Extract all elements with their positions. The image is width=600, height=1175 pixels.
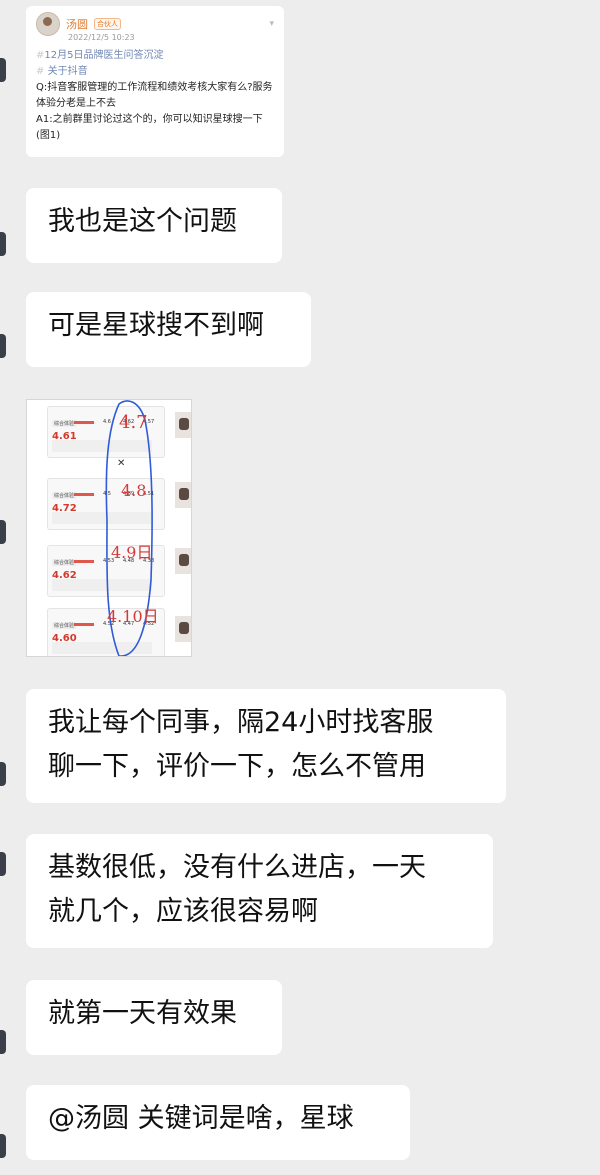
thumbnail — [175, 548, 191, 574]
chat-message-bubble[interactable]: 我让每个同事，隔24小时找客服 聊一下，评价一下，怎么不管用 — [26, 689, 506, 803]
image-message[interactable]: 综合体验 4.61 4.6 4.62 4.57 综合体验 4.72 4.5 4.… — [26, 399, 192, 657]
avatar[interactable] — [0, 520, 6, 544]
svg-text:4.7: 4.7 — [119, 412, 148, 433]
rating-panel: 综合体验 4.62 4.53 4.48 4.38 — [47, 545, 165, 597]
chevron-down-icon[interactable]: ▾ — [269, 19, 274, 29]
avatar[interactable] — [0, 1030, 6, 1054]
chat-message-bubble[interactable]: @汤圆 关键词是啥，星球 — [26, 1085, 410, 1160]
rating-panel: 综合体验 4.61 4.6 4.62 4.57 — [47, 406, 165, 458]
post-time: 2022/12/5 10:23 — [68, 33, 135, 42]
thumbnail — [175, 412, 191, 438]
hashtag[interactable]: #12月5日品牌医生问答沉淀 — [36, 50, 164, 61]
avatar[interactable] — [0, 852, 6, 876]
thumbnail — [175, 482, 191, 508]
rating-panel: 综合体验 4.60 4.52 4.47 4.52 — [47, 608, 165, 656]
svg-text:✕: ✕ — [117, 458, 125, 469]
author-name: 汤圆 — [66, 18, 88, 31]
chat-message-bubble[interactable]: 我也是这个问题 — [26, 188, 282, 263]
answer-text: A1:之前群里讨论过这个的，你可以知识星球搜一下 (图1) — [36, 114, 263, 141]
stars-icon — [74, 560, 94, 563]
author-avatar — [36, 12, 60, 36]
svg-text:4.10日: 4.10日 — [107, 607, 159, 626]
stars-icon — [74, 421, 94, 424]
thumbnail — [175, 616, 191, 642]
svg-text:4.9日: 4.9日 — [111, 543, 152, 562]
svg-text:4.8: 4.8 — [121, 481, 146, 500]
quoted-card-message[interactable]: 汤圆 合伙人 ▾ 2022/12/5 10:23 #12月5日品牌医生问答沉淀 … — [26, 6, 284, 157]
avatar[interactable] — [0, 334, 6, 358]
avatar[interactable] — [0, 762, 6, 786]
chat-message-bubble[interactable]: 可是星球搜不到啊 — [26, 292, 311, 367]
role-badge: 合伙人 — [94, 18, 121, 30]
avatar[interactable] — [0, 58, 6, 82]
question-text: Q:抖音客服管理的工作流程和绩效考核大家有么?服务体验分老是上不去 — [36, 82, 273, 109]
avatar[interactable] — [0, 1134, 6, 1158]
stars-icon — [74, 623, 94, 626]
chat-message-bubble[interactable]: 基数很低，没有什么进店，一天 就几个，应该很容易啊 — [26, 834, 493, 948]
chat-message-bubble[interactable]: 就第一天有效果 — [26, 980, 282, 1055]
stars-icon — [74, 493, 94, 496]
hashtag[interactable]: # 关于抖音 — [36, 66, 88, 77]
handwriting-overlay: 4.7 4.8 4.9日 4.10日 ✕ — [105, 400, 159, 656]
avatar[interactable] — [0, 232, 6, 256]
